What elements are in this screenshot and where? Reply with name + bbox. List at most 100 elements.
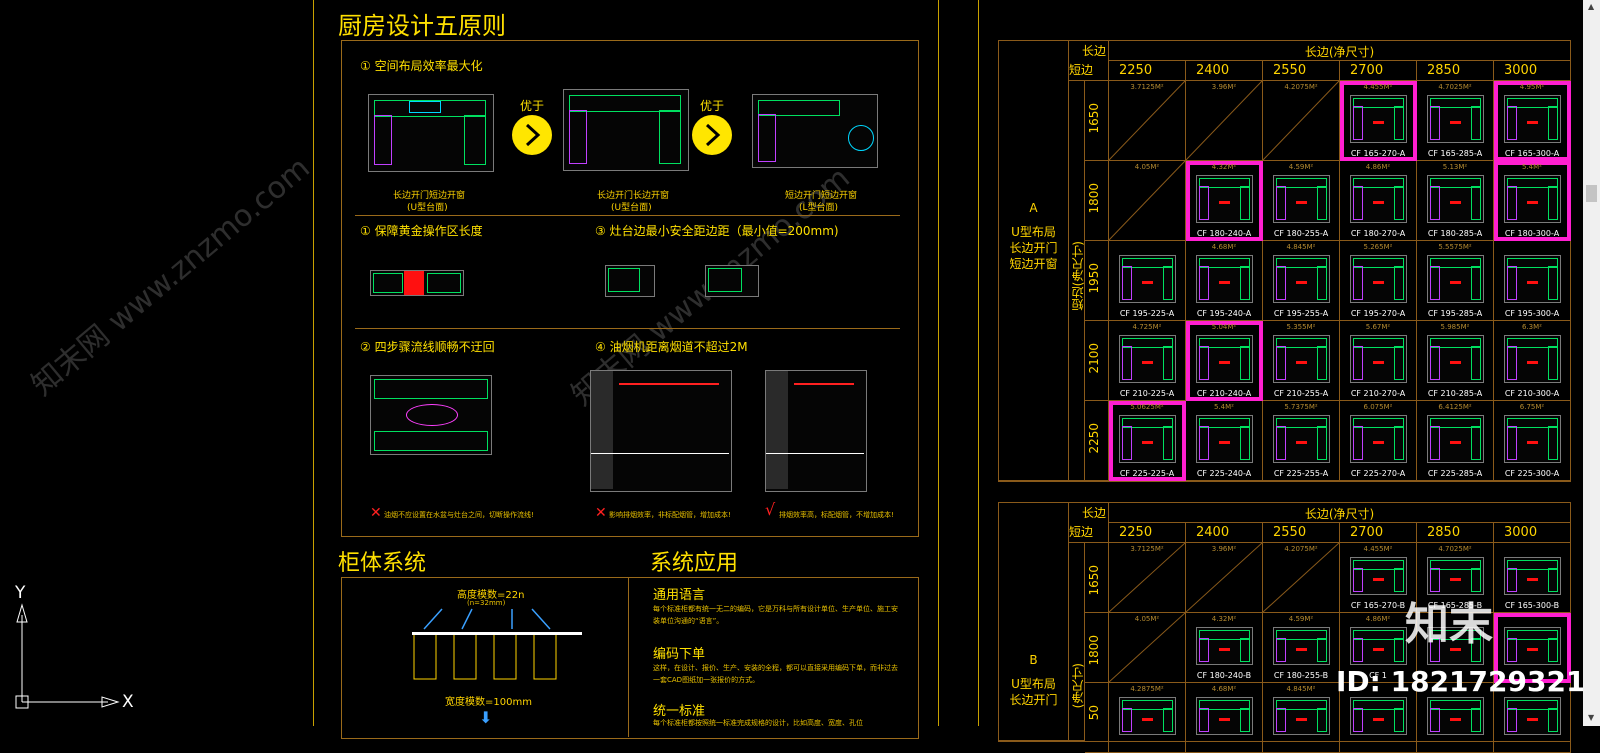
- worktop-mark: [1142, 441, 1153, 445]
- area-label: 3.7125M²: [1130, 83, 1164, 91]
- cabinet-side: [1471, 106, 1481, 140]
- area-label: 5.7375M²: [1284, 403, 1318, 411]
- cabinet-title: 柜体系统: [338, 551, 427, 576]
- cabinet-side: [1317, 346, 1327, 380]
- cabinet-side: [1394, 638, 1404, 662]
- cabinet-side: [1430, 568, 1440, 592]
- area-label: 3.7125M²: [1130, 545, 1164, 553]
- kitchen-plan-thumb: [1504, 557, 1561, 595]
- cabinet-side: [1353, 266, 1363, 300]
- cabinet-side: [1430, 186, 1440, 220]
- scrollbar-track[interactable]: [1583, 0, 1600, 726]
- cabinet-outline: [1353, 700, 1404, 710]
- scroll-down-arrow-icon[interactable]: ▼: [1588, 713, 1595, 722]
- area-label: 5.265M²: [1363, 243, 1393, 251]
- hood-good-drawing: [765, 370, 867, 492]
- cabinet-outline: [1276, 418, 1327, 428]
- cabinet-outline: [1122, 258, 1173, 268]
- short-edge-label: 短边: [1069, 63, 1094, 77]
- area-label: 5.13M²: [1442, 163, 1468, 171]
- cell-code: CF 210-270-A: [1350, 389, 1406, 398]
- arrow-down-icon: ⬇: [479, 708, 493, 727]
- cell-code: CF 210-240-A: [1196, 389, 1252, 398]
- empty-cell-diagonal: [1263, 81, 1339, 160]
- layout-thumb-1: [368, 94, 494, 172]
- kitchen-plan-thumb: [1350, 627, 1407, 665]
- cabinet-outline: [1507, 560, 1558, 570]
- scrollbar-thumb[interactable]: [1586, 185, 1597, 202]
- empty-cell-diagonal: [1109, 81, 1185, 160]
- divider: [355, 215, 900, 216]
- cell-code: CF 210-285-A: [1427, 389, 1483, 398]
- long-net-label: 长边(净尺寸): [1304, 507, 1375, 521]
- row-label: 1800: [1085, 613, 1109, 683]
- cell-code: CF 210-300-A: [1504, 389, 1560, 398]
- area-label: 4.05M²: [1134, 615, 1160, 623]
- size-cell: 5.7375M² CF 225-255-A: [1263, 401, 1340, 481]
- cabinet-side: [1122, 266, 1132, 300]
- cabinet-side: [1122, 708, 1132, 732]
- kitchen-plan-thumb: [1119, 415, 1176, 463]
- col-header: 2850: [1417, 61, 1494, 81]
- long-net-label: 长边(净尺寸): [1304, 45, 1375, 59]
- col-header-label: 2400: [1196, 63, 1230, 78]
- kitchen-plan-thumb: [1273, 255, 1330, 303]
- worktop-mark: [1373, 281, 1384, 285]
- size-cell: 4.05M²: [1109, 161, 1186, 241]
- size-cell: 3.96M²: [1186, 81, 1263, 161]
- layout-caption-2: 长边开门长边开窗: [597, 191, 670, 201]
- area-label: 5.67M²: [1365, 323, 1391, 331]
- area-label: 4.68M²: [1211, 685, 1237, 693]
- cabinet-side: [1199, 708, 1209, 732]
- worktop-mark: [1296, 281, 1307, 285]
- kitchen-plan-thumb: [1504, 255, 1561, 303]
- cabinet-side: [1507, 346, 1517, 380]
- worktop-mark: [1219, 441, 1230, 445]
- cabinet-side: [1240, 186, 1250, 220]
- cell-code: CF 165-270-B: [1350, 601, 1406, 610]
- hood-bad-note: 影响排烟效率，非标配烟管，增加成本!: [609, 511, 731, 519]
- kitchen-plan-thumb: [1273, 697, 1330, 735]
- kitchen-plan-thumb: [1196, 627, 1253, 665]
- scroll-up-arrow-icon[interactable]: ▲: [1588, 2, 1595, 11]
- watermark-left: 知末网 www.znzmo.com: [25, 150, 317, 403]
- worktop-mark: [1450, 577, 1461, 581]
- divider: [355, 328, 900, 329]
- cabinet-side: [1507, 426, 1517, 460]
- cabinet-outline: [1199, 630, 1250, 640]
- size-cell: 5.67M² CF 210-270-A: [1340, 321, 1417, 401]
- area-label: 4.455M²: [1363, 545, 1393, 553]
- principle-flow-heading: ② 四步骤流线顺畅不迂回: [360, 340, 495, 354]
- section-3-body: 每个标准柜都按照统一标准完成规格的设计，比如高度、宽度、孔位: [653, 719, 863, 727]
- kitchen-plan-thumb: [1350, 697, 1407, 735]
- cabinet-outline: [1199, 418, 1250, 428]
- empty-cell-diagonal: [1263, 543, 1339, 612]
- kitchen-plan-thumb: [1427, 627, 1484, 665]
- worktop-mark: [1450, 281, 1461, 285]
- worktop-mark: [1373, 647, 1384, 651]
- kitchen-plan-thumb: [1504, 697, 1561, 735]
- cabinet-side: [1394, 346, 1404, 380]
- cabinet-side: [1430, 638, 1440, 662]
- cabinet-side: [1548, 568, 1558, 592]
- cabinet-units-drawing: [412, 604, 592, 684]
- cabinet-side: [1471, 346, 1481, 380]
- area-label: 4.2075M²: [1284, 545, 1318, 553]
- kitchen-plan-thumb: [1427, 335, 1484, 383]
- area-label: 4.95M²: [1519, 83, 1545, 91]
- cabinet-side: [1122, 346, 1132, 380]
- size-cell: 3.7125M²: [1109, 543, 1186, 613]
- col-header-label: 2700: [1350, 525, 1384, 540]
- cabinet-outline: [1276, 630, 1327, 640]
- ucs-axis-icon: [8, 580, 148, 720]
- cell-code: CF 225-255-A: [1273, 469, 1329, 478]
- cell-code: CF 210-255-A: [1273, 389, 1329, 398]
- kitchen-plan-thumb: [1504, 627, 1561, 665]
- worktop-mark: [1142, 717, 1153, 721]
